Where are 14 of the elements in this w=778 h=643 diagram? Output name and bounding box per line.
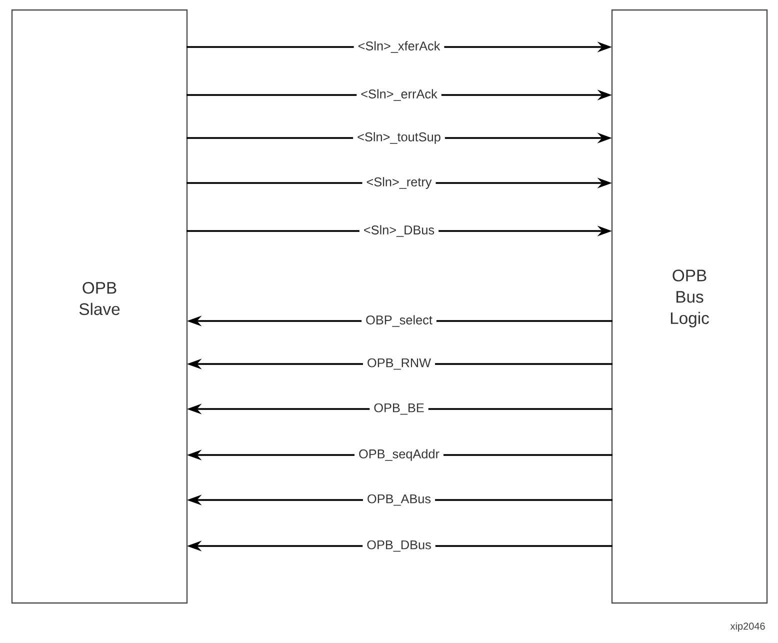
edge-label: OBP_select xyxy=(362,314,436,328)
edge-label: OPB_BE xyxy=(370,402,428,416)
edge-label: OPB_ABus xyxy=(362,493,436,508)
edge-label: <Sln>_errAck xyxy=(356,88,442,102)
edge-label: OPB_RNW xyxy=(362,357,436,372)
edge-label: <Sln>_retry xyxy=(362,176,436,190)
block-box: OPB Bus Logic xyxy=(611,9,768,604)
edge-label: OPB_DBus xyxy=(362,539,436,554)
edge-label: <Sln>_DBus xyxy=(359,224,439,238)
figure-number: xip2046 xyxy=(730,622,765,632)
edge-label: <Sln>_toutSup xyxy=(353,130,445,146)
edge-label: <Sln>_xferAck xyxy=(354,40,444,54)
block-box: OPB Slave xyxy=(11,9,188,604)
edge-label: OPB_seqAddr xyxy=(354,448,444,462)
